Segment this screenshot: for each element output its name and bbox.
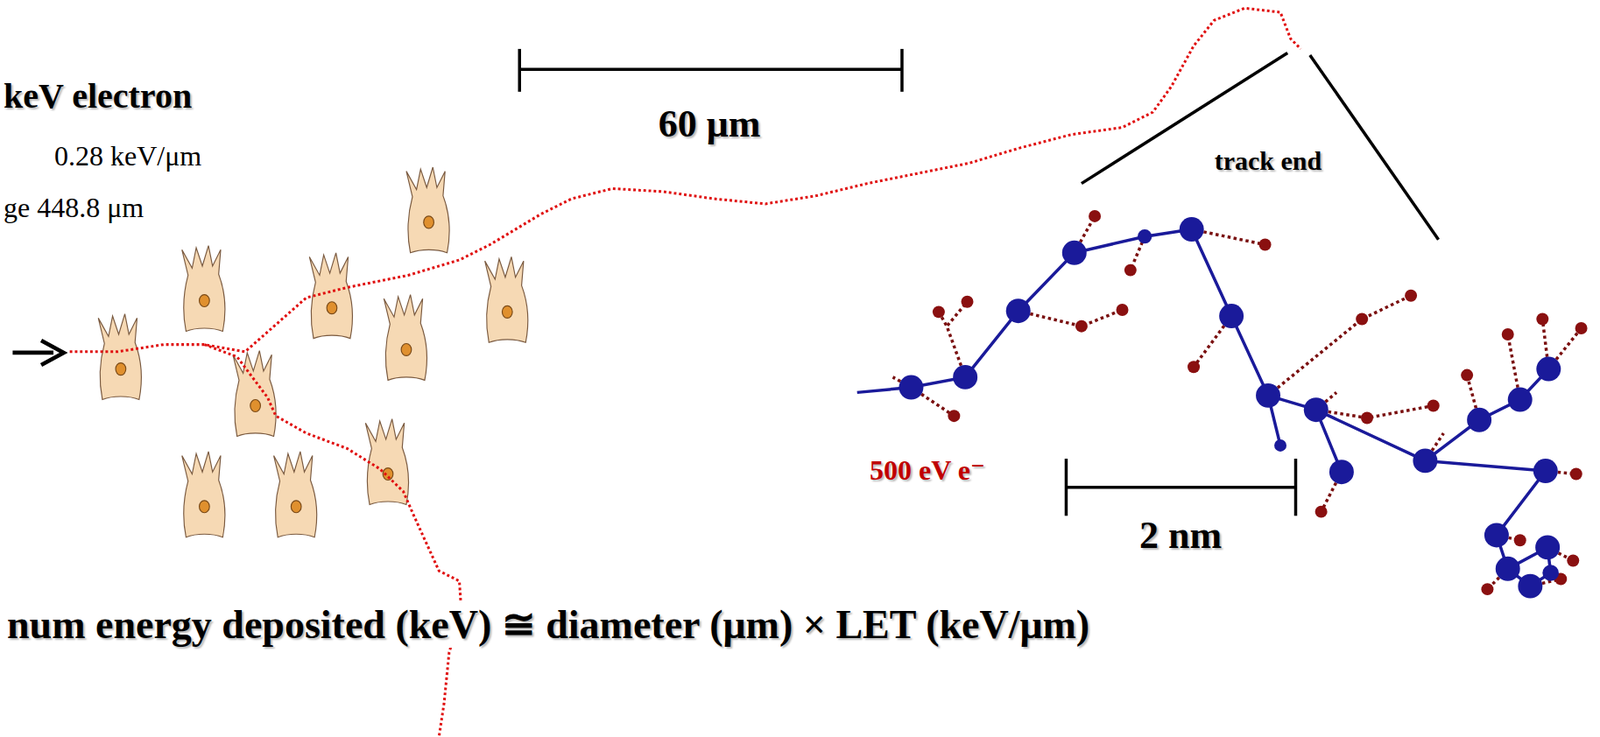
formula: num energy deposited (keV) ≅ diameter (μ… [3,602,1093,649]
electron-label: 500 eV e⁻ [869,454,986,487]
secondary-dots [932,210,1588,596]
secondary-electrons [892,216,1581,590]
scale-bar-2 [1065,458,1296,516]
scale-label: 2 nm [1139,514,1222,559]
scale-label: 60 μm [658,102,762,148]
primary-track [857,229,1551,587]
range-value: ge 448.8 μm [3,191,144,225]
ionizations [898,217,1561,600]
scale-bar-60 [519,49,903,92]
cells [98,167,528,538]
track-end-label: track end [1214,146,1323,177]
let-value: 0.28 keV/μm [54,140,202,173]
heading: keV electron [3,76,192,117]
track-end-bracket [1081,53,1439,240]
arrow [12,340,64,366]
